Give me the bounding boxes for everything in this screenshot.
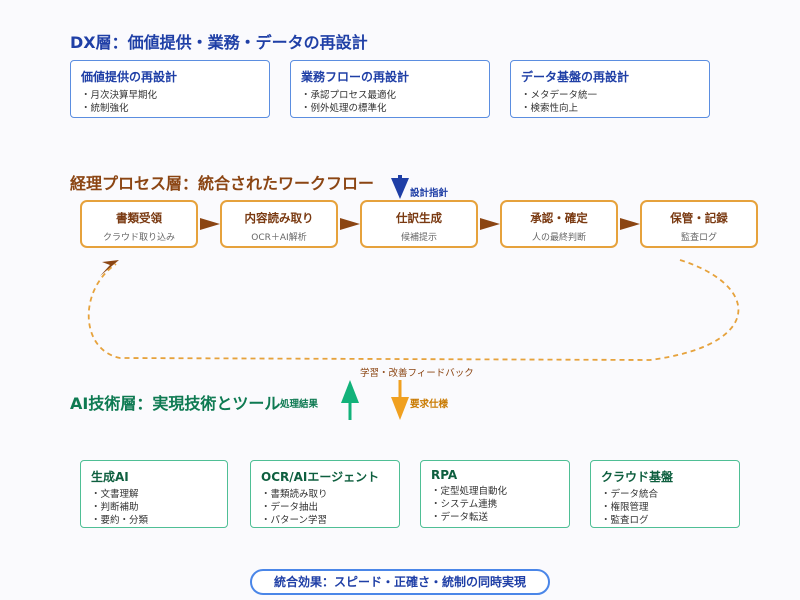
- flow-arrows: [200, 218, 640, 230]
- dx-box-title: 価値提供の再設計: [81, 70, 178, 84]
- dx-box-item: 例外処理の標準化: [301, 102, 479, 115]
- step-subtitle: 人の最終判断: [531, 233, 586, 243]
- ai-box-genai: 生成AI 文書理解 判断補助 要約・分類: [80, 460, 228, 528]
- process-layer-title: 経理プロセス層：統合されたワークフロー: [70, 174, 375, 193]
- result-label: 処理結果: [280, 399, 319, 410]
- feedback-arrowhead: [100, 260, 119, 276]
- ai-box-item: 監査ログ: [601, 514, 729, 527]
- design-arrow: [391, 175, 409, 199]
- ai-layer-title: AI技術層：実現技術とツール: [70, 394, 281, 413]
- ai-box-item: 文書理解: [91, 488, 217, 501]
- dx-box-value: 価値提供の再設計 月次決算早期化 統制強化: [70, 60, 270, 118]
- dx-layer-title: DX層：価値提供・業務・データの再設計: [70, 33, 368, 52]
- ai-box-title: RPA: [431, 468, 458, 482]
- ai-box-item: 要約・分類: [91, 514, 217, 527]
- spec-label: 要求仕様: [410, 399, 449, 410]
- step-title: 書類受領: [116, 211, 162, 225]
- step-title: 仕訳生成: [396, 211, 442, 225]
- step-read: 内容読み取り OCR＋AI解析: [220, 200, 338, 248]
- ai-box-item: データ抽出: [261, 501, 389, 514]
- ai-box-ocr: OCR/AIエージェント 書類読み取り データ抽出 パターン学習: [250, 460, 400, 528]
- flow-arrow-1: [200, 218, 220, 230]
- dx-box-item: メタデータ統一: [521, 89, 699, 102]
- step-subtitle: 候補提示: [400, 233, 437, 243]
- design-guidance-label: 設計指針: [410, 188, 449, 199]
- dx-box-item: 月次決算早期化: [81, 89, 259, 102]
- ai-box-rpa: RPA 定型処理自動化 システム連携 データ転送: [420, 460, 570, 528]
- dx-box-title: 業務フローの再設計: [301, 70, 410, 84]
- dx-box-workflow: 業務フローの再設計 承認プロセス最適化 例外処理の標準化: [290, 60, 490, 118]
- ai-box-title: 生成AI: [91, 470, 129, 484]
- step-title: 内容読み取り: [244, 211, 314, 225]
- spec-arrow: [391, 380, 409, 420]
- ai-box-title: OCR/AIエージェント: [261, 470, 380, 484]
- flow-arrow-2: [340, 218, 360, 230]
- step-title: 承認・確定: [530, 211, 588, 225]
- dx-box-item: 統制強化: [81, 102, 259, 115]
- step-receive: 書類受領 クラウド取り込み: [80, 200, 198, 248]
- step-approve: 承認・確定 人の最終判断: [500, 200, 618, 248]
- summary-pill: 統合効果：スピード・正確さ・統制の同時実現: [250, 569, 550, 595]
- step-subtitle: OCR＋AI解析: [251, 233, 307, 243]
- ai-box-item: 書類読み取り: [261, 488, 389, 501]
- step-title: 保管・記録: [670, 211, 728, 225]
- step-subtitle: 監査ログ: [680, 233, 717, 243]
- result-arrow: [341, 380, 359, 420]
- ai-box-item: 判断補助: [91, 501, 217, 514]
- ai-box-item: 権限管理: [601, 501, 729, 514]
- dx-box-item: 承認プロセス最適化: [301, 89, 479, 102]
- ai-box-item: システム連携: [431, 498, 559, 511]
- ai-box-item: データ転送: [431, 511, 559, 524]
- feedback-loop: [87, 259, 740, 361]
- step-archive: 保管・記録 監査ログ: [640, 200, 758, 248]
- dx-box-item: 検索性向上: [521, 102, 699, 115]
- feedback-label: 学習・改善フィードバック: [360, 368, 474, 379]
- flow-arrow-4: [620, 218, 640, 230]
- ai-box-cloud: クラウド基盤 データ統合 権限管理 監査ログ: [590, 460, 740, 528]
- ai-box-item: データ統合: [601, 488, 729, 501]
- flow-arrow-3: [480, 218, 500, 230]
- ai-box-item: パターン学習: [261, 514, 389, 527]
- dx-box-data: データ基盤の再設計 メタデータ統一 検索性向上: [510, 60, 710, 118]
- ai-box-title: クラウド基盤: [601, 470, 674, 484]
- ai-box-item: 定型処理自動化: [431, 485, 559, 498]
- dx-box-title: データ基盤の再設計: [521, 70, 630, 84]
- step-subtitle: クラウド取り込み: [102, 233, 175, 243]
- step-journal: 仕訳生成 候補提示: [360, 200, 478, 248]
